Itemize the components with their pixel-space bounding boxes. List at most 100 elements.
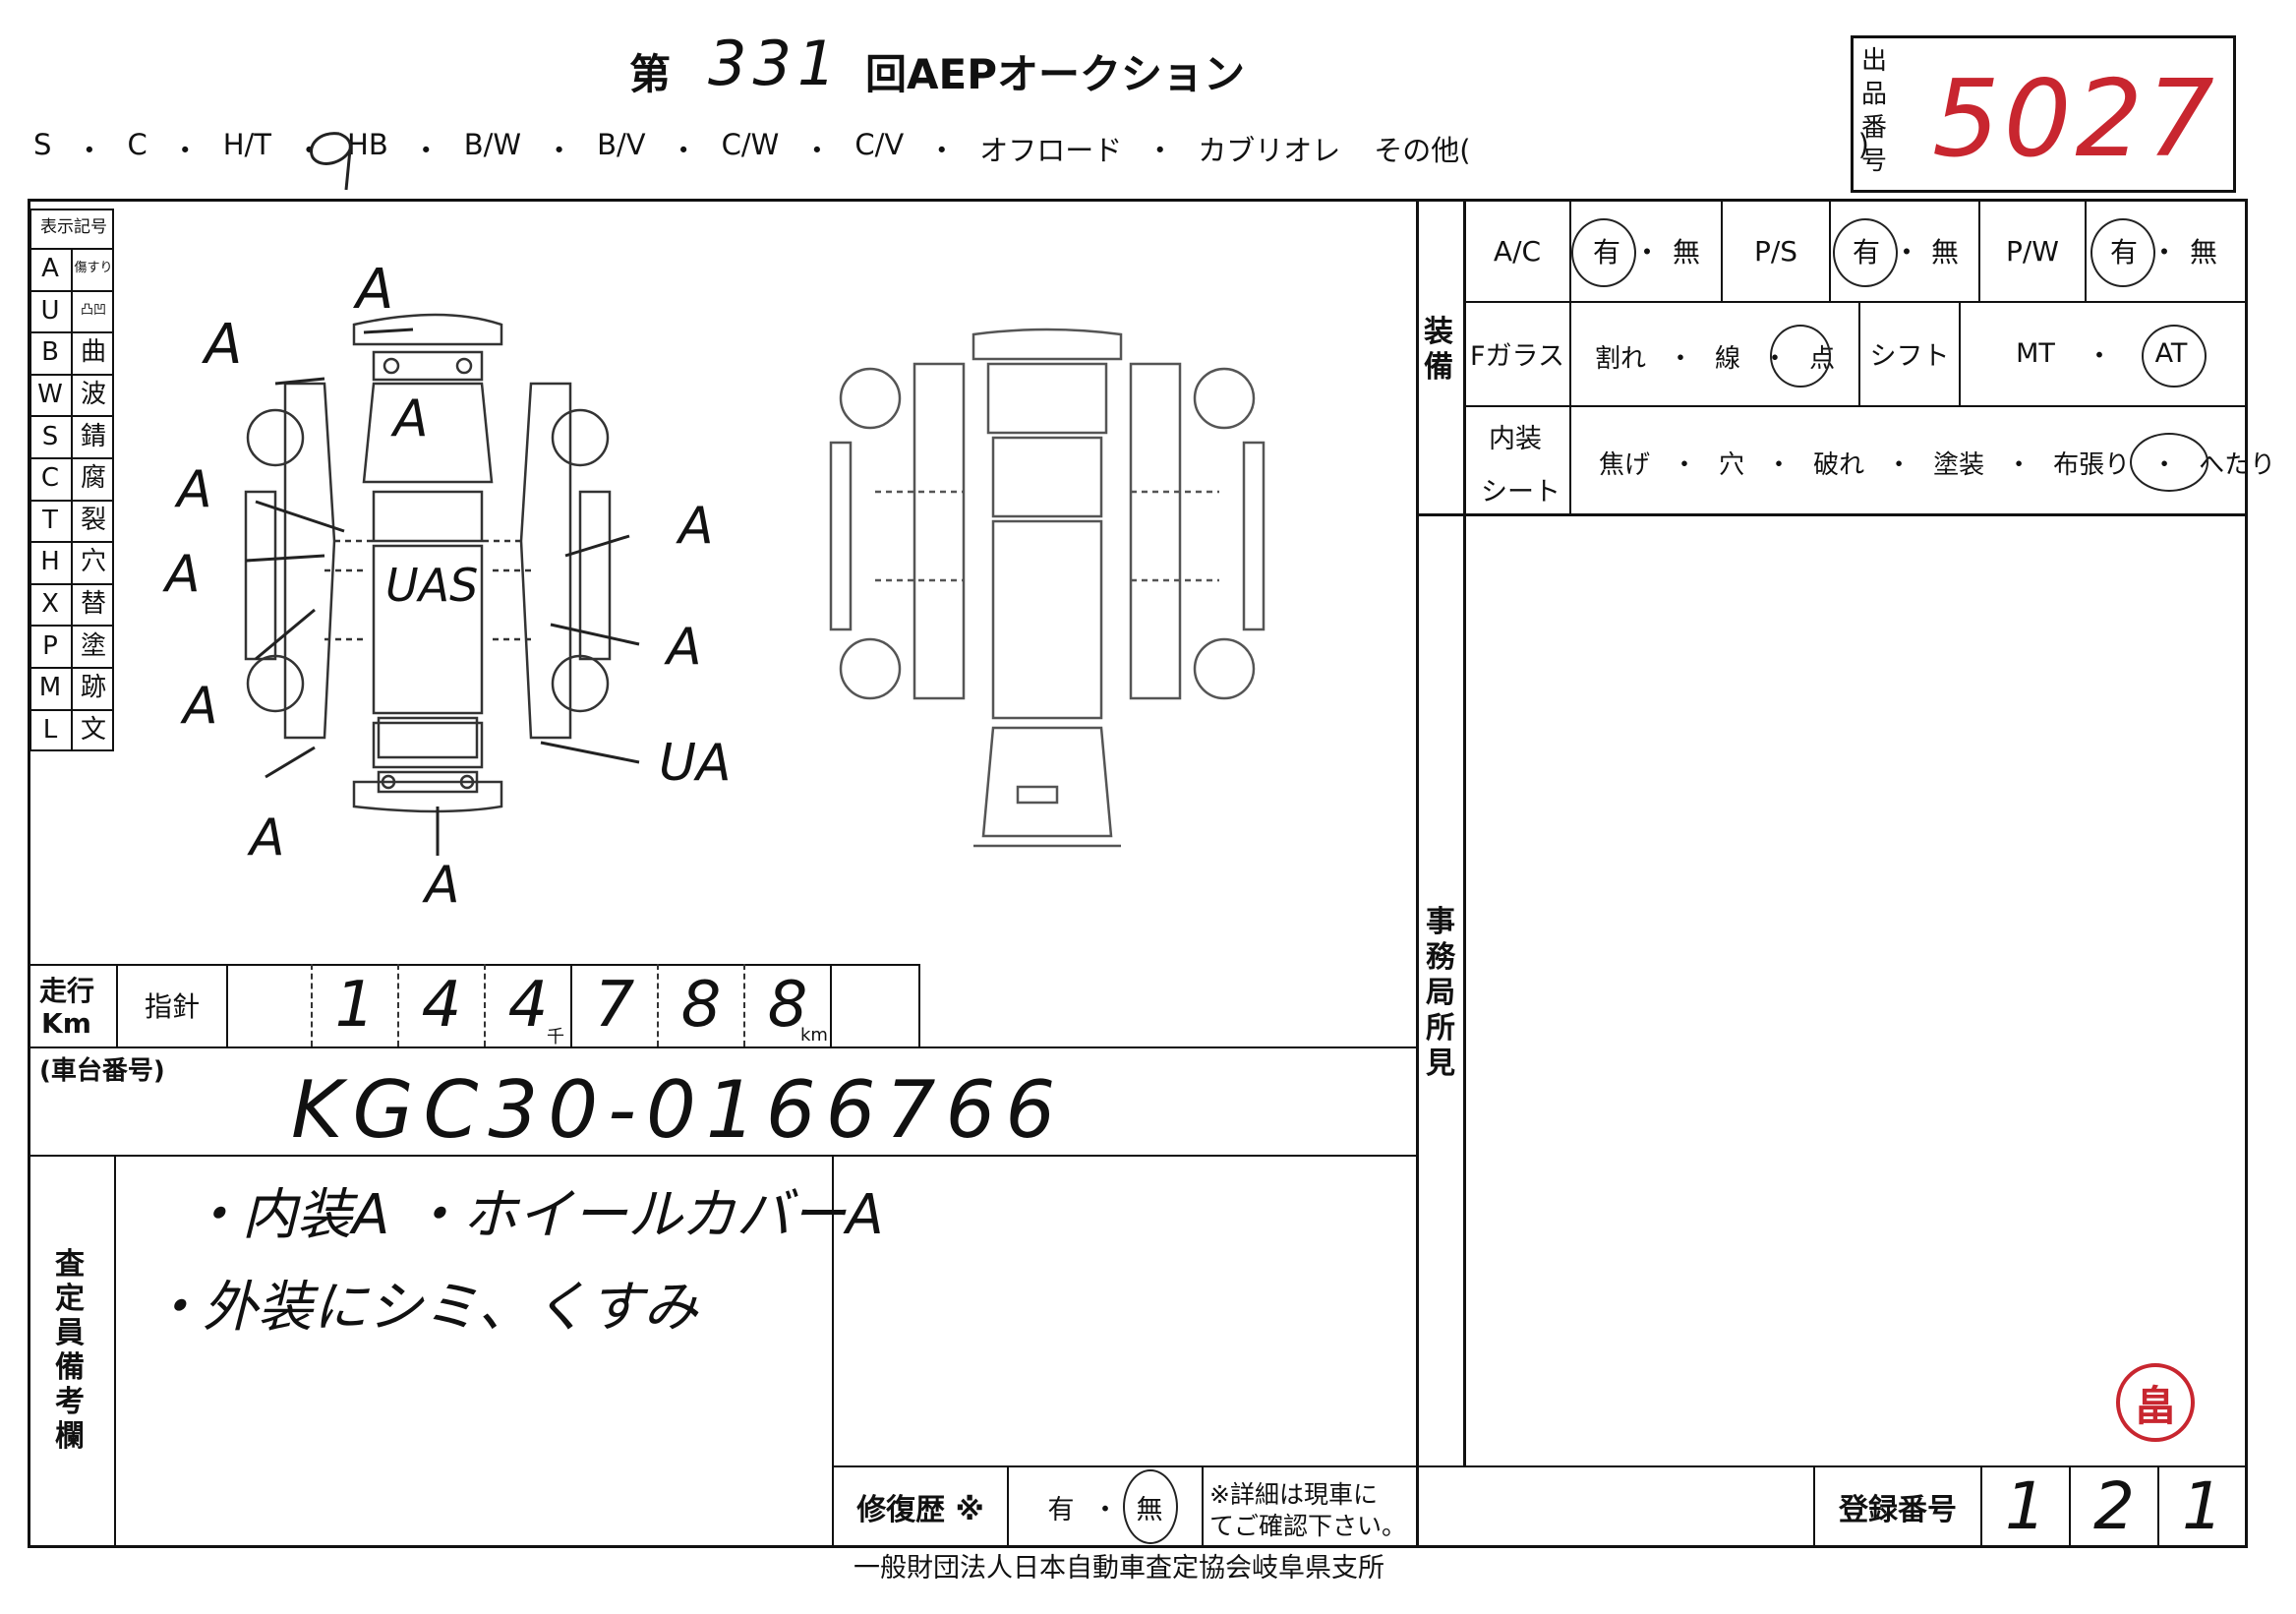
damage-mark-2: A (205, 313, 243, 377)
damage-mark-uas: UAS (385, 559, 479, 612)
ac-label: A/C (1493, 234, 1542, 268)
mileage-digit-3: 4 (507, 969, 549, 1042)
body-type-offroad: オフロード (979, 134, 1123, 167)
equipment-section-label: 装備 (1424, 315, 1453, 385)
damage-mark-ua: UA (659, 734, 732, 793)
legend-code-a: A (41, 254, 59, 284)
repair-yes: 有 (1047, 1494, 1075, 1525)
ps-no: 無 (1930, 236, 1959, 269)
body-type-bv: B/V (597, 128, 646, 161)
legend-code-m: M (38, 673, 62, 703)
damage-mark-3: A (393, 389, 429, 448)
registration-digit-3: 1 (2182, 1467, 2223, 1544)
ps-label: P/S (1753, 234, 1798, 268)
inspector-remarks-label: 査定員備考欄 (55, 1247, 85, 1454)
chassis-number: KGC30-0166766 (291, 1064, 1066, 1156)
damage-mark-6: A (678, 497, 714, 556)
legend-meaning: 波 (80, 380, 106, 410)
body-type-cv: C/V (854, 128, 905, 161)
legend-code-x: X (41, 589, 59, 620)
shift-mt: MT (2016, 337, 2055, 369)
damage-mark-7: A (667, 618, 702, 677)
body-type-bw: B/W (463, 128, 522, 161)
repair-no-circle (1123, 1469, 1178, 1544)
lot-number-label: 出品番号 (1861, 46, 1888, 176)
ps-yes-circle (1833, 218, 1898, 287)
chassis-label: (車台番号) (39, 1056, 165, 1086)
car-diagram-underside (829, 328, 1266, 848)
ac-no: 無 (1672, 236, 1700, 269)
inspector-note-2: ・外装にシミ、くすみ (147, 1276, 698, 1340)
legend-code-s: S (41, 421, 59, 451)
legend-meaning: 文 (80, 714, 106, 745)
repair-note-1: ※詳細は現車に (1209, 1480, 1378, 1509)
interior-worn-circle (2130, 433, 2208, 492)
repair-note-2: てご確認下さい。 (1209, 1512, 1407, 1540)
seat-label: シート (1481, 477, 1560, 508)
hb-circle-mark (310, 132, 352, 191)
mileage-unit-label: Km (41, 1007, 91, 1040)
legend-meaning: 替 (80, 589, 106, 620)
mileage-digit-5: 8 (680, 969, 722, 1042)
interior-label: 内装 (1489, 424, 1542, 454)
mileage-digit-2: 4 (421, 969, 462, 1042)
shift-label: シフト (1869, 340, 1950, 372)
repair-history-label: 修復歴 ※ (856, 1493, 984, 1527)
legend-title: 表示記号 (40, 217, 107, 237)
legend-code-c: C (40, 463, 60, 494)
legend-meaning: 錆 (80, 421, 106, 451)
legend-meaning: 傷すり (74, 261, 113, 276)
legend-code-l: L (42, 714, 58, 745)
ac-yes-circle (1571, 218, 1636, 287)
registration-digit-1: 1 (2005, 1467, 2046, 1544)
mileage-digit-4: 7 (594, 969, 635, 1042)
interior-options: 焦げ ・ 穴 ・ 破れ ・ 塗装 ・ 布張り ・ へたり (1599, 450, 2276, 480)
mileage-thousand-unit: 千 (547, 1027, 564, 1047)
lot-number-box: 出品番号 5027 (1851, 35, 2236, 193)
mileage-km-unit: km (800, 1025, 828, 1046)
registration-digit-2: 2 (2093, 1467, 2135, 1544)
legend-code-w: W (37, 380, 63, 410)
inspector-note-1: ・内装A ・ホイールカバーA (187, 1183, 884, 1247)
shift-at-circle (2142, 325, 2207, 388)
mileage-digit-1: 1 (334, 969, 376, 1042)
damage-mark-1: A (356, 258, 394, 322)
mileage-type: 指針 (144, 990, 200, 1023)
body-type-cw: C/W (721, 128, 780, 161)
inspector-seal-stamp: 畠 (2116, 1363, 2195, 1442)
legend-code-b: B (41, 337, 59, 368)
body-type-hb: HB (347, 128, 388, 161)
body-type-ht: H/T (222, 128, 271, 161)
glass-point-circle (1770, 325, 1831, 388)
body-type-row: S ・ C ・ H/T ・ HB ・ B/W ・ B/V ・ C/W ・ C/V… (33, 128, 1869, 167)
mileage-digit-6: 8 (767, 969, 808, 1042)
damage-mark-10: A (425, 856, 460, 915)
legend-code-u: U (40, 295, 60, 326)
car-diagram-exterior (244, 313, 640, 856)
legend-meaning: 裂 (80, 505, 106, 535)
legend-meaning: 跡 (80, 673, 106, 703)
legend-code-t: T (42, 505, 58, 535)
legend-meaning: 曲 (80, 337, 106, 368)
glass-label: Fガラス (1470, 340, 1564, 372)
body-type-s: S (33, 128, 52, 161)
footer-organization: 一般財団法人日本自動車査定協会岐阜県支所 (854, 1553, 1384, 1584)
damage-mark-8: A (183, 677, 218, 736)
body-type-c: C (127, 128, 147, 161)
legend-meaning: 塗 (80, 630, 106, 661)
legend-meaning: 穴 (80, 547, 106, 577)
damage-mark-9: A (250, 808, 285, 867)
mileage-label: 走行 (39, 975, 95, 1007)
office-remarks-label: 事務局所見 (1426, 905, 1455, 1081)
legend-meaning: 凸凹 (80, 302, 106, 318)
title-prefix: 第 (629, 50, 672, 98)
damage-mark-5: A (165, 545, 201, 604)
legend-meaning: 腐 (80, 463, 106, 494)
pw-label: P/W (2005, 234, 2059, 268)
legend-code-h: H (40, 547, 60, 577)
body-type-cabriolet: カブリオレ (1198, 134, 1341, 167)
title-suffix: 回AEPオークション (865, 50, 1245, 98)
auction-number: 331 (708, 28, 843, 99)
body-type-other: その他( (1374, 134, 1471, 167)
pw-yes-circle (2090, 218, 2155, 287)
